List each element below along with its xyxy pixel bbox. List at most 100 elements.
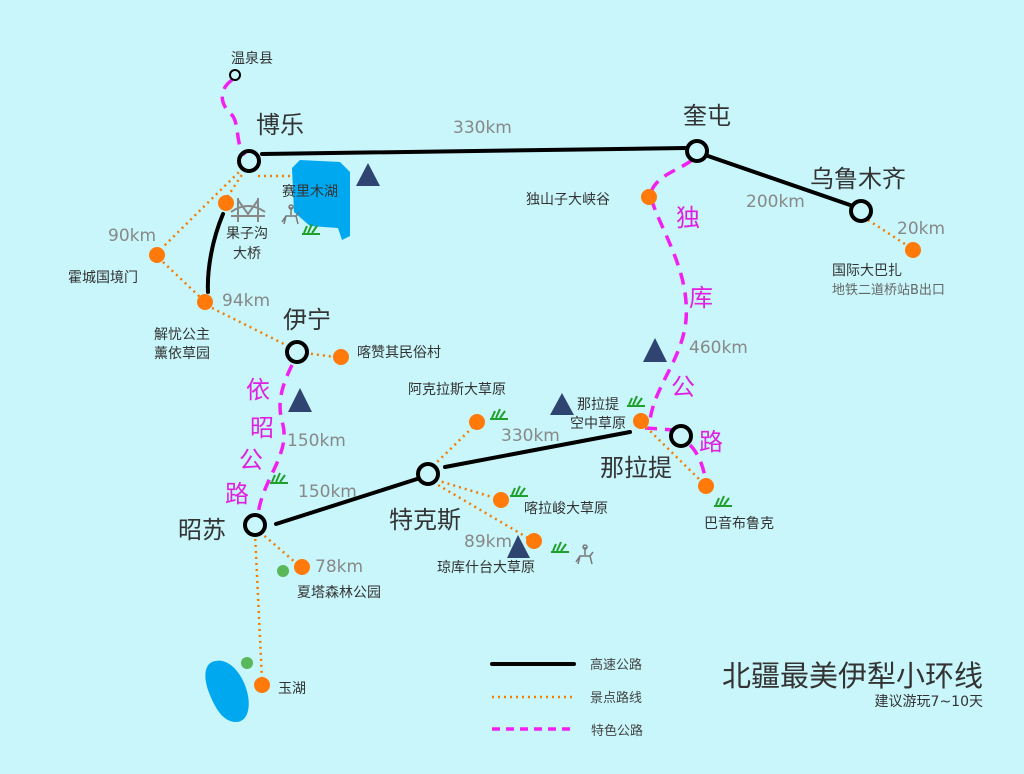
forest-icon — [241, 657, 253, 669]
node-urumqi[interactable] — [849, 199, 873, 223]
spot-nalati-sky[interactable] — [633, 413, 649, 429]
label-zhaosu: 昭苏 — [178, 516, 226, 544]
label-bazaar: 国际大巴扎 — [832, 263, 902, 279]
yuhu-lake — [205, 660, 249, 722]
grass-icons — [270, 223, 732, 553]
road-name-yizhao: 公 — [239, 446, 263, 474]
node-kuitun[interactable] — [685, 139, 709, 163]
grass-icon — [510, 485, 528, 497]
label-kalajun: 喀拉峻大草原 — [524, 501, 608, 517]
label-dushanzi: 独山子大峡谷 — [526, 192, 610, 208]
label-sailimu: 赛里木湖 — [282, 184, 338, 200]
mountain-icon — [288, 388, 312, 412]
spot-akelasi[interactable] — [469, 414, 485, 430]
highway-bole-kuitun — [260, 146, 688, 156]
mountain-icon — [507, 535, 530, 558]
label-jieyou-2: 薰依草园 — [154, 346, 210, 362]
road-name-yizhao: 依 — [246, 376, 270, 404]
node-nalati[interactable] — [669, 424, 693, 448]
label-yuhu: 玉湖 — [278, 681, 306, 697]
grass-icon — [270, 472, 288, 484]
scenic-routes — [161, 167, 909, 681]
legend: 高速公路 景点路线 特色公路 — [490, 657, 643, 739]
spot-bayinbuluke[interactable] — [698, 478, 714, 494]
map-title: 北疆最美伊犁小环线 — [722, 659, 983, 693]
distance-label: 78km — [315, 557, 363, 577]
node-tekesi[interactable] — [416, 462, 440, 486]
bridge-icon — [230, 198, 266, 222]
mountain-icon — [356, 163, 380, 186]
label-bole: 博乐 — [256, 111, 304, 139]
map-subtitle: 建议游玩7~10天 — [875, 694, 983, 710]
spot-dushanzi[interactable] — [641, 189, 657, 205]
node-bole[interactable] — [237, 149, 261, 173]
road-name-duku: 独 — [676, 204, 700, 232]
spot-jieyou[interactable] — [197, 294, 213, 310]
label-nalati-sky-2: 空中草原 — [570, 416, 626, 432]
spot-yuhu[interactable] — [254, 677, 270, 693]
label-nalati-sky: 那拉提 — [577, 397, 619, 413]
label-kazanqi: 喀赞其民俗村 — [357, 345, 441, 361]
label-jieyou: 解忧公主 — [154, 327, 210, 343]
forest-icon — [277, 565, 289, 577]
grass-icon — [490, 408, 508, 420]
road-name-yizhao: 路 — [225, 480, 249, 508]
grass-icon — [714, 495, 732, 507]
label-bayinbuluke: 巴音布鲁克 — [704, 515, 774, 532]
distance-label: 90km — [108, 226, 156, 246]
spot-xiata[interactable] — [294, 559, 310, 575]
distance-label: 200km — [746, 192, 805, 212]
legend-highway-label: 高速公路 — [590, 657, 642, 673]
label-akelasi: 阿克拉斯大草原 — [408, 382, 506, 398]
sailimu-lake — [292, 160, 350, 240]
spot-kalajun[interactable] — [493, 492, 509, 508]
distance-label: 460km — [689, 338, 748, 358]
special-road-yizhao — [256, 364, 294, 516]
spot-huocheng[interactable] — [149, 247, 165, 263]
distance-label: 94km — [222, 291, 270, 311]
distance-label: 330km — [453, 118, 512, 138]
highway-guozigou — [205, 212, 225, 294]
scenic-spots — [149, 189, 921, 693]
mountain-icon — [643, 338, 667, 362]
special-road-duku — [648, 158, 694, 421]
label-wenquan: 温泉县 — [231, 50, 273, 67]
special-road-wenquan — [220, 78, 247, 157]
distance-label: 150km — [298, 482, 357, 502]
highway-tekesi-nalati — [443, 430, 632, 469]
legend-special-label: 特色公路 — [591, 723, 643, 739]
spot-qiongkushitai[interactable] — [526, 533, 542, 549]
distance-label: 89km — [464, 532, 512, 552]
spot-guozigou[interactable] — [218, 195, 234, 211]
label-tekesi: 特克斯 — [389, 506, 461, 534]
road-name-yizhao: 昭 — [250, 414, 274, 442]
label-bazaar-note: 地铁二道桥站B出口 — [832, 283, 945, 298]
label-xiata: 夏塔森林公园 — [297, 585, 381, 601]
mountain-icons — [288, 163, 667, 558]
mountain-icon — [550, 393, 574, 415]
node-zhaosu[interactable] — [243, 513, 267, 537]
label-qiongkushitai: 琼库什台大草原 — [437, 560, 535, 576]
label-yining: 伊宁 — [283, 306, 331, 334]
node-wenquan[interactable] — [229, 69, 241, 81]
distance-label: 20km — [897, 219, 945, 239]
road-name-duku: 库 — [689, 284, 713, 312]
spot-bazaar[interactable] — [905, 242, 921, 258]
distance-label: 330km — [501, 426, 560, 446]
road-name-duku: 公 — [671, 373, 695, 401]
grass-icon — [627, 395, 645, 407]
label-nalati: 那拉提 — [600, 454, 672, 482]
label-huocheng: 霍城国境门 — [68, 270, 138, 286]
spot-kazanqi[interactable] — [333, 349, 349, 365]
highway-zhaosu-tekesi — [274, 477, 419, 526]
distance-label: 150km — [287, 431, 346, 451]
label-guozigou-2: 大桥 — [233, 246, 261, 262]
label-urumqi: 乌鲁木齐 — [810, 165, 906, 193]
road-name-duku: 路 — [699, 428, 723, 456]
label-guozigou: 果子沟 — [226, 226, 268, 242]
grass-icon — [302, 223, 320, 235]
highway-kuitun-urumqi — [706, 154, 852, 207]
node-yining[interactable] — [285, 340, 309, 364]
special-road-nalati — [644, 426, 708, 483]
